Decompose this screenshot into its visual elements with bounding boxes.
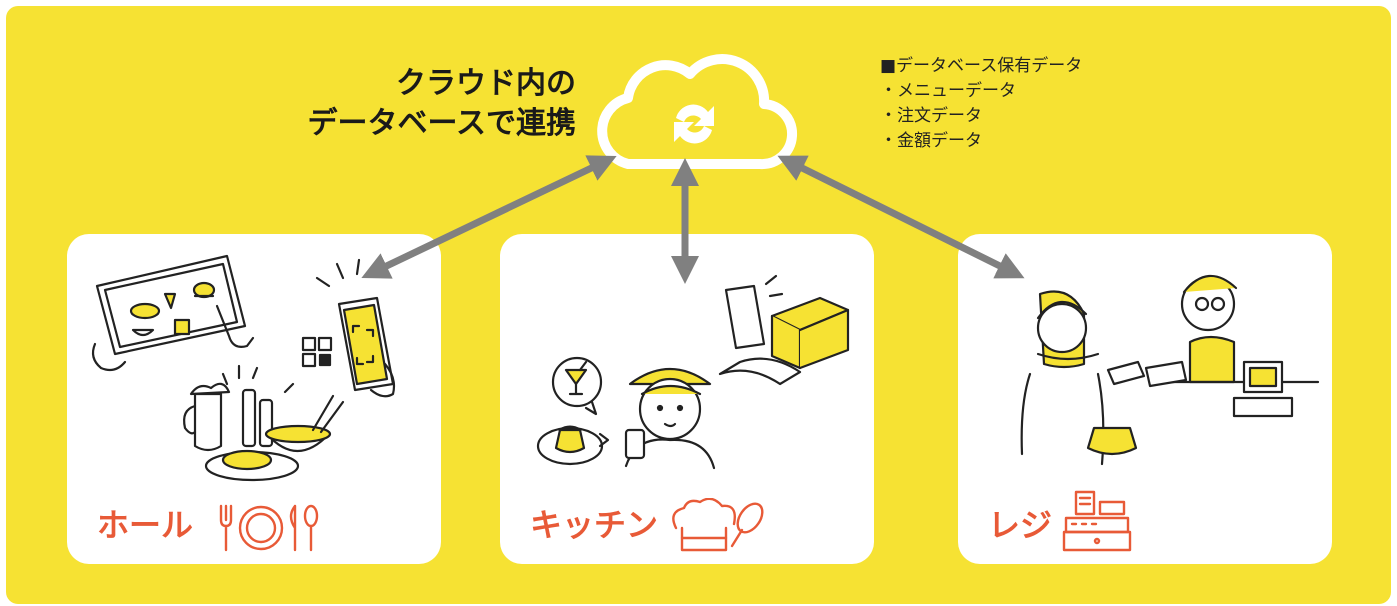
database-data-item: ・金額データ — [880, 131, 982, 151]
cash-register-icon — [1062, 490, 1132, 552]
hall-illustration — [91, 254, 396, 482]
register-illustration — [1020, 274, 1320, 466]
cloud-icon — [597, 54, 798, 170]
arrow-cloud-hall — [361, 155, 617, 279]
card-label-kitchen: キッチン — [530, 506, 659, 544]
sync-icon — [674, 104, 714, 144]
chef-hat-whisk-icon — [672, 498, 764, 552]
connection-overlay — [361, 54, 1025, 284]
dining-plate-cutlery-icon — [219, 504, 319, 552]
diagram-canvas: クラウド内の データベースで連携 ■データベース保有データ ・メニューデータ ・… — [6, 6, 1391, 604]
arrow-cloud-register — [777, 155, 1025, 279]
diagram-title: クラウド内の データベースで連携 — [276, 64, 577, 144]
card-kitchen: キッチン — [500, 234, 874, 564]
card-hall: ホール — [67, 234, 441, 564]
database-data-list: ■データベース保有データ ・メニューデータ ・注文データ ・金額データ — [880, 54, 1082, 154]
kitchen-illustration — [536, 274, 850, 470]
card-label-hall: ホール — [97, 506, 194, 544]
database-data-item: ・注文データ — [880, 106, 982, 126]
card-register: レジ — [958, 234, 1332, 564]
database-data-item: ・メニューデータ — [880, 81, 1016, 101]
card-label-register: レジ — [988, 506, 1053, 544]
title-line-1: クラウド内の — [396, 66, 576, 101]
title-line-2: データベースで連携 — [307, 106, 577, 141]
database-data-heading: ■データベース保有データ — [880, 56, 1083, 76]
